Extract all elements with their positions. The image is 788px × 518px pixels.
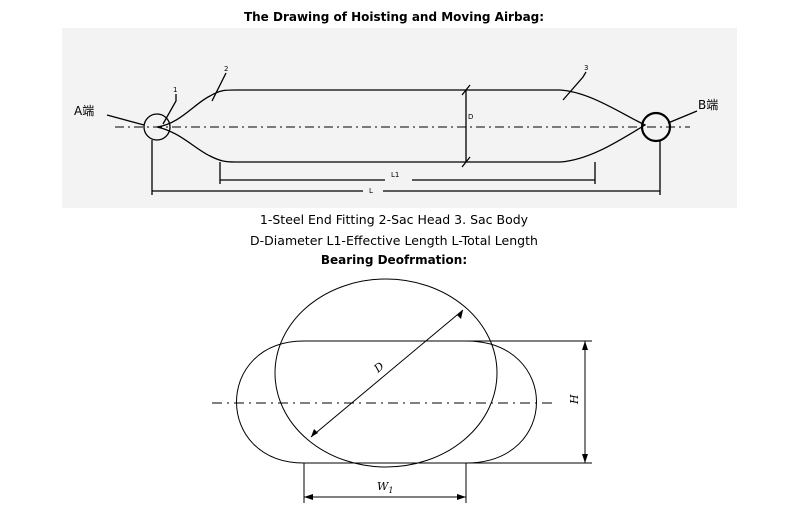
label-part-2: 2 xyxy=(224,65,228,73)
drawing-title: The Drawing of Hoisting and Moving Airba… xyxy=(243,10,545,24)
airbag-drawing: 1 2 3 D L1 L A端 B端 xyxy=(74,64,718,195)
label-w1: W1 xyxy=(377,480,393,495)
legend-dimensions: D-Diameter L1-Effective Length L-Total L… xyxy=(250,233,538,248)
label-a-end: A端 xyxy=(74,104,94,118)
label-diameter: D xyxy=(468,113,473,121)
label-d: D xyxy=(371,360,387,376)
label-w: W xyxy=(377,480,390,493)
airbag-outline xyxy=(156,89,647,163)
label-b-end: B端 xyxy=(698,98,718,112)
label-w-subscript: 1 xyxy=(388,486,393,495)
end-fitting-a xyxy=(143,113,171,141)
diameter-line xyxy=(310,309,464,438)
label-effective-length: L1 xyxy=(391,171,399,179)
label-total-length: L xyxy=(369,187,373,195)
undeformed-airbag xyxy=(274,278,498,468)
label-h: H xyxy=(568,394,581,405)
label-part-1: 1 xyxy=(173,86,177,94)
drawing-background xyxy=(62,28,737,208)
label-part-3: 3 xyxy=(584,64,588,72)
legend-parts: 1-Steel End Fitting 2-Sac Head 3. Sac Bo… xyxy=(259,212,529,227)
deformation-title: Bearing Deofrmation: xyxy=(320,253,468,267)
